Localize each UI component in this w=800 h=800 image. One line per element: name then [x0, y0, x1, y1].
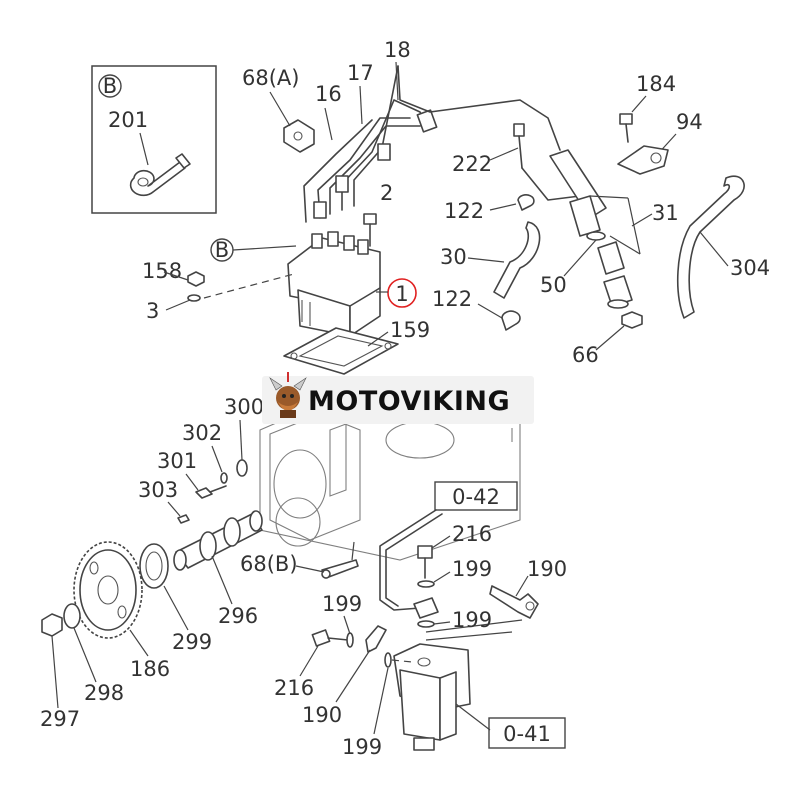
callout-30: 30: [440, 245, 467, 269]
callout-190a: 190: [527, 557, 567, 581]
injection-pipes: [283, 65, 561, 223]
callout-68a: 68(A): [242, 66, 299, 90]
callout-297: 297: [40, 707, 80, 731]
bracket-94: [617, 113, 669, 175]
callout-66: 66: [572, 343, 599, 367]
fuel-filter-group: [311, 509, 539, 751]
injection-pump: B: [187, 213, 417, 375]
callout-199b: 199: [452, 608, 492, 632]
callout-94: 94: [676, 110, 703, 134]
callout-0-42: 0-42: [452, 485, 500, 509]
callout-298: 298: [84, 681, 124, 705]
callout-190b: 190: [302, 703, 342, 727]
callout-301: 301: [157, 449, 197, 473]
callout-184: 184: [636, 72, 676, 96]
callout-216a: 216: [452, 522, 492, 546]
callout-158: 158: [142, 259, 182, 283]
viking-logo-icon: [269, 372, 307, 418]
callout-17: 17: [347, 61, 374, 85]
watermark-text: MOTOVIKING: [308, 386, 510, 417]
callout-1: 1: [395, 282, 408, 306]
callout-199d: 199: [342, 735, 382, 759]
callout-2: 2: [380, 181, 393, 205]
detail-b-marker: B: [103, 74, 117, 98]
callout-199a: 199: [452, 557, 492, 581]
callout-50: 50: [540, 273, 567, 297]
callout-303: 303: [138, 478, 178, 502]
callout-68b: 68(B): [240, 552, 298, 576]
nozzle-group: [493, 123, 643, 331]
callout-296: 296: [218, 604, 258, 628]
callout-0-41: 0-41: [503, 722, 551, 746]
callout-222: 222: [452, 152, 492, 176]
callout-31: 31: [652, 201, 679, 225]
callout-201: 201: [108, 108, 148, 132]
camshaft-group: [41, 459, 263, 639]
callout-302: 302: [182, 421, 222, 445]
callout-216b: 216: [274, 676, 314, 700]
callout-186: 186: [130, 657, 170, 681]
callout-199c: 199: [322, 592, 362, 616]
callout-122b: 122: [432, 287, 472, 311]
callout-300: 300: [224, 395, 264, 419]
pump-b-marker: B: [215, 238, 229, 262]
callout-304: 304: [730, 256, 770, 280]
callout-122a: 122: [444, 199, 484, 223]
hose-304: [676, 175, 745, 319]
callout-159: 159: [390, 318, 430, 342]
watermark-banner: MOTOVIKING: [262, 372, 534, 424]
callout-3: 3: [146, 299, 159, 323]
callout-16: 16: [315, 82, 342, 106]
detail-view-b: B 201: [91, 65, 217, 214]
callout-299: 299: [172, 630, 212, 654]
callout-18: 18: [384, 38, 411, 62]
